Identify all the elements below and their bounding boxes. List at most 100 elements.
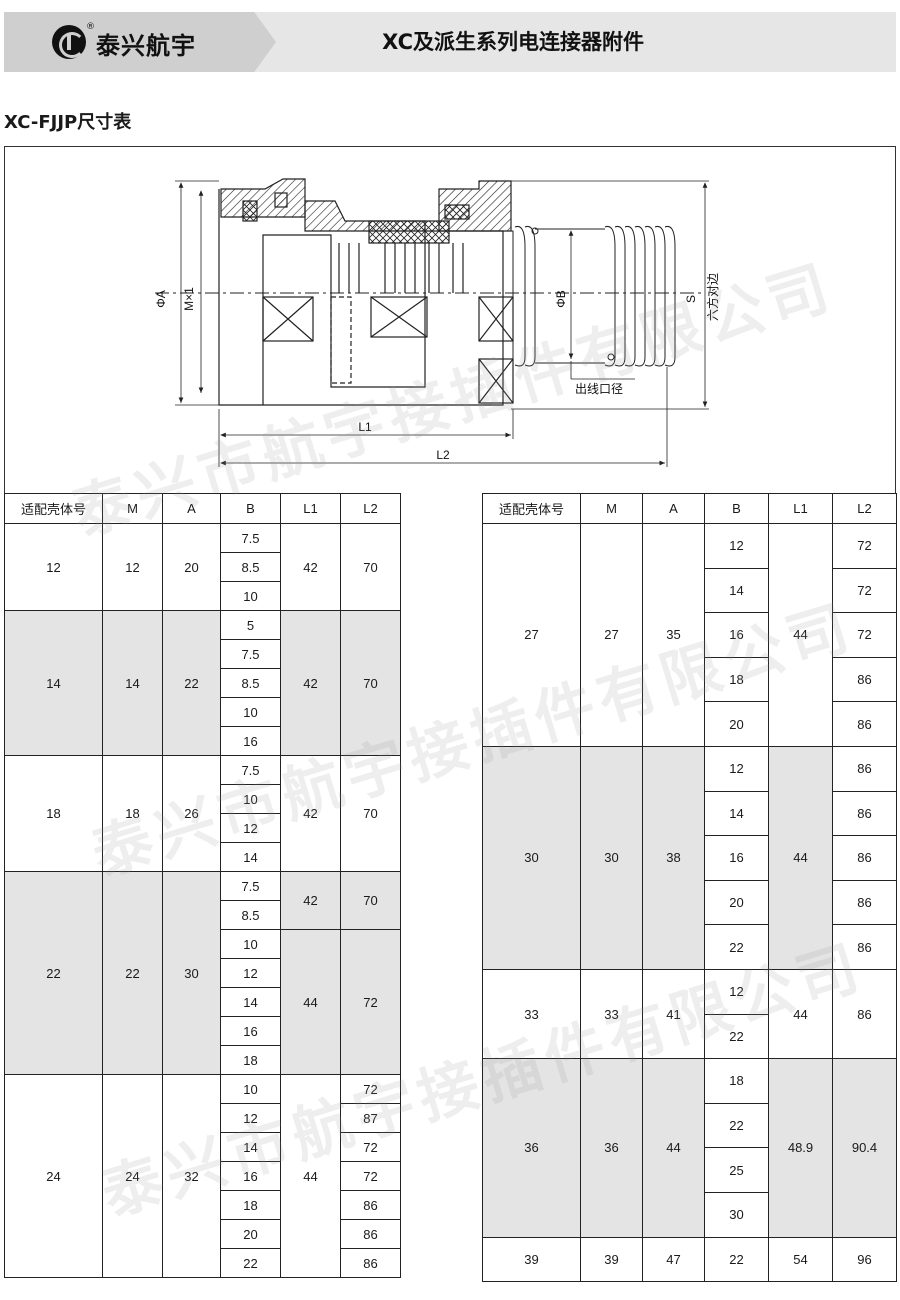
cell-m: 14 <box>102 610 163 756</box>
table-row: 25 <box>483 1147 897 1193</box>
cell-m: 12 <box>102 523 163 611</box>
cell-b: 10 <box>220 1074 281 1104</box>
cell-l1: 54 <box>768 1236 833 1283</box>
cell-m: 18 <box>102 755 163 872</box>
cell-m: 24 <box>102 1074 163 1278</box>
table-row: 10 44 72 <box>5 929 401 1075</box>
table-row: 10 <box>5 697 401 727</box>
cell-shell: 27 <box>482 523 581 747</box>
dim-phi-b-label: ΦB <box>554 290 568 308</box>
col-header-l1: L1 <box>280 493 341 524</box>
table-row: 22 86 <box>483 924 897 970</box>
col-header-m: M <box>102 493 163 524</box>
cell-b: 25 <box>704 1147 769 1193</box>
cell-l1: 48.9 <box>768 1058 833 1238</box>
cell-b: 8.5 <box>220 552 281 582</box>
cell-shell: 18 <box>4 755 103 872</box>
cell-b: 16 <box>704 612 769 658</box>
table-row: 12 <box>5 958 401 988</box>
cell-l2: 86 <box>832 968 897 1060</box>
cell-l2: 72 <box>340 929 401 1075</box>
table-row: 16 <box>5 1016 401 1046</box>
page-title: XC及派生系列电连接器附件 <box>382 30 644 54</box>
table-row: 27 27 35 12 44 72 <box>482 523 897 747</box>
cell-b: 16 <box>220 1161 281 1191</box>
cell-b: 14 <box>704 790 769 837</box>
table-header-row: 适配壳体号 M A B L1 L2 <box>482 493 897 524</box>
cell-b: 22 <box>704 924 769 970</box>
cell-b: 22 <box>704 1013 769 1060</box>
col-header-b: B <box>704 493 769 524</box>
registered-mark: ® <box>86 22 95 32</box>
cell-l2: 86 <box>832 924 897 970</box>
cell-b: 12 <box>704 968 769 1015</box>
cell-shell: 24 <box>4 1074 103 1278</box>
cell-shell: 36 <box>482 1058 581 1238</box>
cell-l2: 72 <box>340 1074 401 1104</box>
dim-l2-label: L2 <box>436 448 450 462</box>
cell-b: 8.5 <box>220 900 281 930</box>
cell-shell: 39 <box>482 1236 581 1283</box>
table-row: 12 12 20 7.5 42 70 <box>4 523 401 611</box>
cell-l2: 72 <box>832 523 897 569</box>
cell-b: 18 <box>220 1190 281 1220</box>
cell-l1: 42 <box>280 871 341 930</box>
cell-l2: 86 <box>832 835 897 881</box>
cell-b: 16 <box>220 726 281 756</box>
table-row: 22 86 <box>5 1248 401 1278</box>
cell-a: 47 <box>642 1236 705 1283</box>
cell-b: 10 <box>220 784 281 814</box>
table-row: 30 <box>483 1191 897 1238</box>
cell-l1: 44 <box>280 1074 341 1278</box>
cell-l2: 86 <box>832 701 897 747</box>
cell-b: 10 <box>220 697 281 727</box>
cell-m: 33 <box>580 968 643 1060</box>
cell-b: 8.5 <box>220 668 281 698</box>
cell-b: 18 <box>220 1045 281 1075</box>
cell-b: 16 <box>220 1016 281 1046</box>
col-header-b: B <box>220 493 281 524</box>
cell-l2: 72 <box>832 567 897 614</box>
cell-l2: 86 <box>340 1248 401 1278</box>
cell-b: 12 <box>704 523 769 569</box>
cell-m: 22 <box>102 871 163 1075</box>
table-row: 36 36 44 18 48.9 90.4 <box>482 1058 897 1238</box>
cell-shell: 22 <box>4 871 103 1075</box>
cell-b: 22 <box>220 1248 281 1278</box>
cell-l1: 42 <box>280 610 341 756</box>
cell-l1: 42 <box>280 523 341 611</box>
cell-a: 35 <box>642 523 705 747</box>
cell-b: 7.5 <box>220 639 281 669</box>
cell-b: 10 <box>220 929 281 959</box>
cell-b: 22 <box>704 1236 769 1283</box>
table-row: 22 <box>483 1102 897 1149</box>
section-title: XC-FJJP尺寸表 <box>4 112 132 133</box>
page-header: ® 泰兴航宇 XC及派生系列电连接器附件 <box>4 12 896 72</box>
cell-l2: 70 <box>340 610 401 756</box>
dim-s-label: S <box>684 295 698 303</box>
cell-b: 7.5 <box>220 871 281 901</box>
dim-phi-a-label: ΦA <box>154 290 168 308</box>
brand-name: 泰兴航宇 <box>96 32 196 60</box>
cell-l2: 90.4 <box>832 1058 897 1238</box>
cell-b: 14 <box>220 1132 281 1162</box>
dim-m-label: M×1 <box>182 287 196 311</box>
cell-b: 20 <box>704 879 769 926</box>
table-row: 18 <box>5 1045 401 1075</box>
col-header-shell: 适配壳体号 <box>4 493 103 524</box>
col-header-shell: 适配壳体号 <box>482 493 581 524</box>
table-row: 14 <box>5 987 401 1017</box>
col-header-a: A <box>162 493 221 524</box>
table-row: 8.5 <box>5 900 401 930</box>
table-row: 14 14 22 5 42 70 <box>4 610 401 756</box>
dim-hex-label: 六方对边 <box>705 273 720 321</box>
cell-l2: 86 <box>832 656 897 703</box>
cell-shell: 12 <box>4 523 103 611</box>
col-header-l1: L1 <box>768 493 833 524</box>
cell-l2: 96 <box>832 1236 897 1283</box>
